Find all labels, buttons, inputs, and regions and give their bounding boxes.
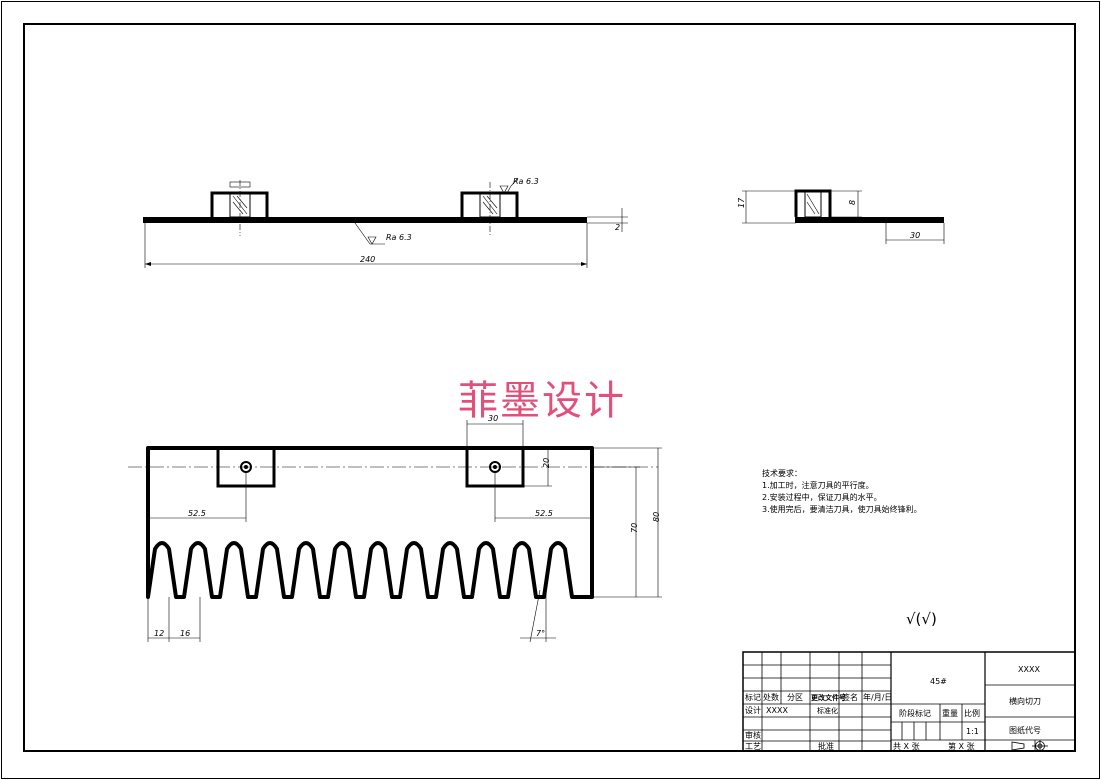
tb-sheets-total: 共 X 张 <box>893 742 920 751</box>
tb-design: 设计 <box>745 705 761 715</box>
tech-requirements: 技术要求： 1.加工时，注意刀具的平行度。 2.安装过程中，保证刀具的水平。 3… <box>762 468 922 514</box>
tech-item-3: 3.使用完后，要清洁刀具，使刀具始终锋利。 <box>762 504 922 514</box>
dim-tooth-angle: 7° <box>536 629 545 638</box>
dim-front-left-offset: 52.5 <box>188 509 206 518</box>
title-block-text: 标记 处数 分区 更改文件号 签名 年/月/日 设计 XXXX 标准化 审核 工… <box>745 665 1041 751</box>
tb-date: 年/月/日 <box>863 692 892 702</box>
tech-item-1: 1.加工时，注意刀具的平行度。 <box>762 480 874 490</box>
top-view-clamp-right <box>460 191 519 217</box>
tb-count: 处数 <box>763 692 779 702</box>
tb-marks: 标记 <box>745 692 761 702</box>
tb-stage-mark: 阶段标记 <box>899 708 931 718</box>
side-view-plate <box>795 217 944 223</box>
top-view-plate <box>143 217 587 223</box>
dim-tooth-first: 12 <box>154 629 164 638</box>
dim-tooth-pitch: 16 <box>180 629 190 638</box>
top-view <box>143 177 628 268</box>
inner-border <box>23 23 1076 752</box>
dim-side-width: 30 <box>910 231 920 240</box>
dim-front-height-inner: 70 <box>630 523 639 533</box>
tech-title: 技术要求： <box>762 468 802 478</box>
roughness-label-1: Ra 6.3 <box>513 177 539 186</box>
tech-item-2: 2.安装过程中，保证刀具的水平。 <box>762 492 882 502</box>
tb-sign: 签名 <box>842 692 858 702</box>
tb-designer: XXXX <box>766 706 788 715</box>
tb-scale: 1:1 <box>966 727 979 736</box>
side-view <box>742 189 945 244</box>
tb-process: 工艺 <box>745 742 761 751</box>
dim-front-block-height: 20 <box>542 458 551 468</box>
tb-material: 45# <box>930 677 947 686</box>
tb-change-doc: 更改文件号 <box>811 693 846 702</box>
title-block <box>742 651 1076 752</box>
top-view-clamp-left <box>210 191 269 217</box>
tb-scale-label: 比例 <box>964 708 980 718</box>
dim-front-right-offset: 52.5 <box>535 509 553 518</box>
tb-part-name: 横向切刀 <box>1009 696 1041 706</box>
tb-zone: 分区 <box>787 693 803 702</box>
watermark: 菲墨设计 <box>458 378 626 424</box>
tb-standardize: 标准化 <box>817 706 838 715</box>
dim-top-length: 240 <box>360 255 375 264</box>
tb-approve: 批准 <box>818 741 834 751</box>
tb-company: XXXX <box>1018 665 1040 674</box>
dim-front-block-width: 30 <box>488 414 498 423</box>
surface-finish-symbol: √(√) <box>906 610 937 628</box>
dim-front-height-total: 80 <box>652 512 661 522</box>
front-view-outline <box>146 446 594 599</box>
tb-review: 审核 <box>745 730 761 740</box>
tb-sheet-no: 第 X 张 <box>948 741 975 751</box>
roughness-label-2: Ra 6.3 <box>386 233 412 242</box>
tb-drawing-no: 图纸代号 <box>1009 725 1041 735</box>
dim-top-offset: 2 <box>615 223 620 232</box>
dim-side-height-outer: 17 <box>737 197 746 208</box>
front-view <box>128 420 662 643</box>
tb-weight: 重量 <box>942 708 958 718</box>
dim-side-height-inner: 8 <box>848 200 857 205</box>
projection-symbol-icon <box>1011 740 1048 752</box>
